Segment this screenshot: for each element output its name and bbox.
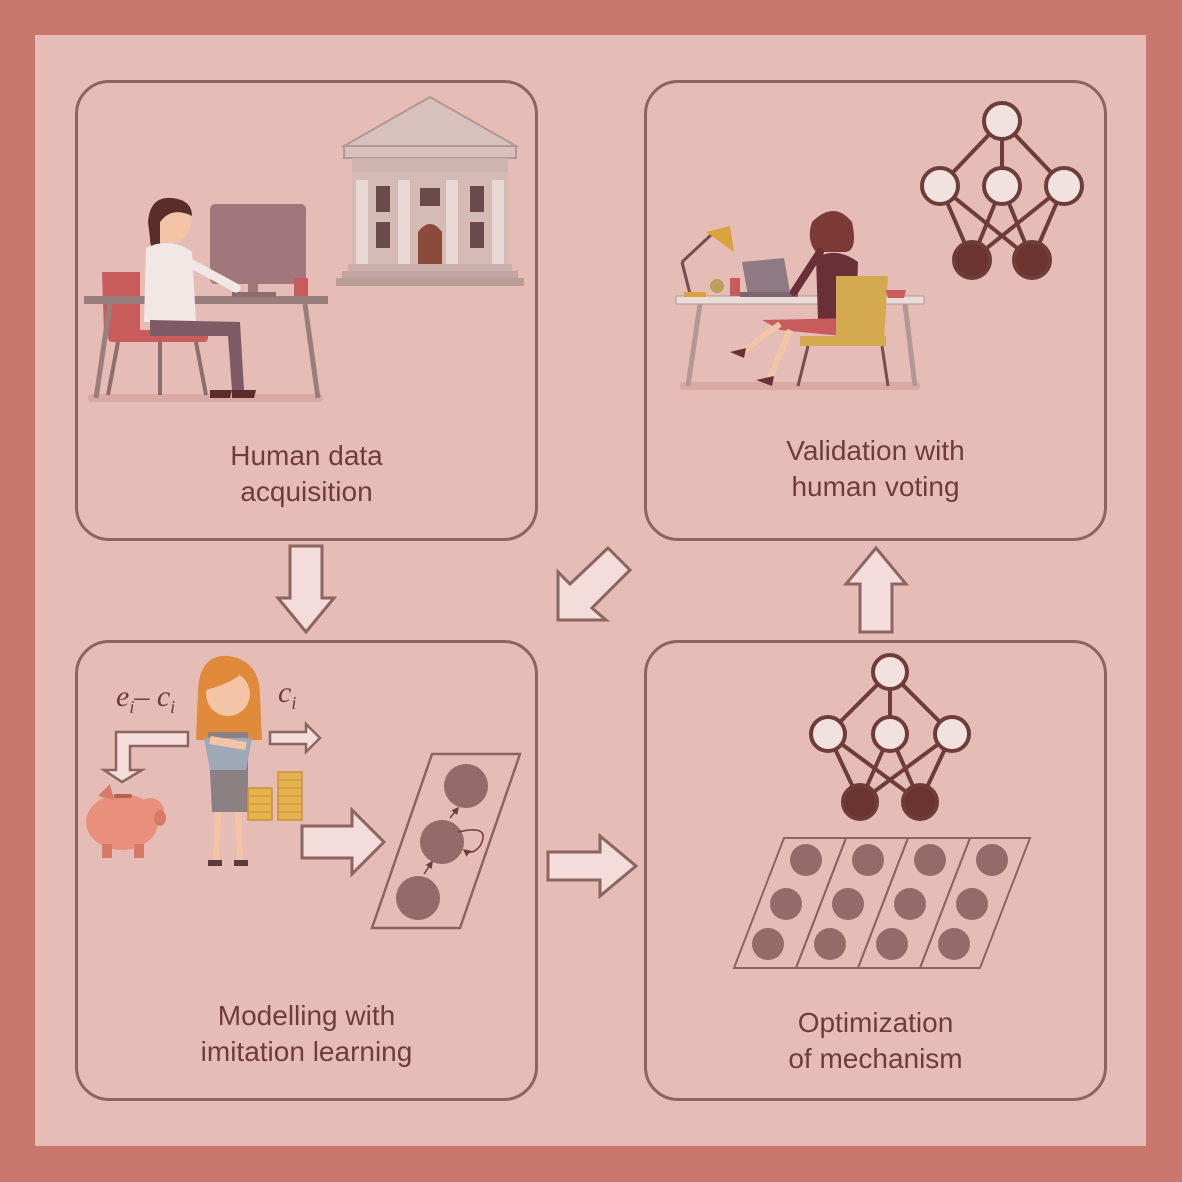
panel-optimization-of-mechanism: Optimization of mechanism [644, 640, 1107, 1101]
caption-modelling-line2: imitation learning [200, 1036, 413, 1067]
agent-column-1 [732, 837, 848, 969]
agent-column-4 [918, 837, 1032, 969]
caption-acquisition: Human data acquisition [78, 438, 535, 510]
caption-validation: Validation with human voting [647, 433, 1104, 505]
bank-building-icon [336, 95, 524, 286]
kept-minus-c: – c [134, 680, 171, 713]
contribution-c: c [278, 676, 292, 709]
arrow-up-icon [842, 545, 910, 634]
agent-population-icon [732, 837, 1032, 969]
kept-e: e [116, 680, 130, 713]
arrow-diagonal-icon [556, 545, 633, 622]
piggy-bank-icon [86, 784, 166, 858]
agent-model-icon [370, 752, 522, 930]
panel-validation-human-voting: Validation with human voting [644, 80, 1107, 541]
panel-human-data-acquisition: Human data acquisition [75, 80, 538, 541]
laptop-user-illustration [675, 211, 925, 390]
arrow-down-icon [274, 544, 338, 635]
contribution-label: ci [278, 676, 296, 714]
caption-optimization: Optimization of mechanism [647, 1005, 1104, 1077]
caption-optimization-line1: Optimization [797, 1007, 954, 1038]
contribution-arrows [99, 720, 387, 878]
kept-amount-label: ei– ci [116, 680, 175, 718]
caption-acquisition-line1: Human data [230, 440, 383, 471]
caption-validation-line2: human voting [791, 471, 960, 502]
kept-sub1: i [129, 697, 135, 717]
woman-standing-illustration [196, 655, 262, 866]
neural-network-icon-top [920, 101, 1084, 280]
contribution-sub: i [291, 693, 297, 713]
computer-user-illustration [84, 197, 328, 402]
caption-acquisition-line2: acquisition [240, 476, 373, 507]
arrow-right-icon [546, 832, 639, 900]
coin-stacks-icon [247, 771, 303, 821]
caption-validation-line1: Validation with [786, 435, 965, 466]
neural-network-icon-bottom [809, 653, 971, 821]
caption-modelling: Modelling with imitation learning [78, 998, 535, 1070]
kept-sub2: i [170, 697, 176, 717]
caption-modelling-line1: Modelling with [217, 1000, 396, 1031]
panel-modelling-imitation-learning: Modelling with imitation learning [75, 640, 538, 1101]
caption-optimization-line2: of mechanism [788, 1043, 963, 1074]
